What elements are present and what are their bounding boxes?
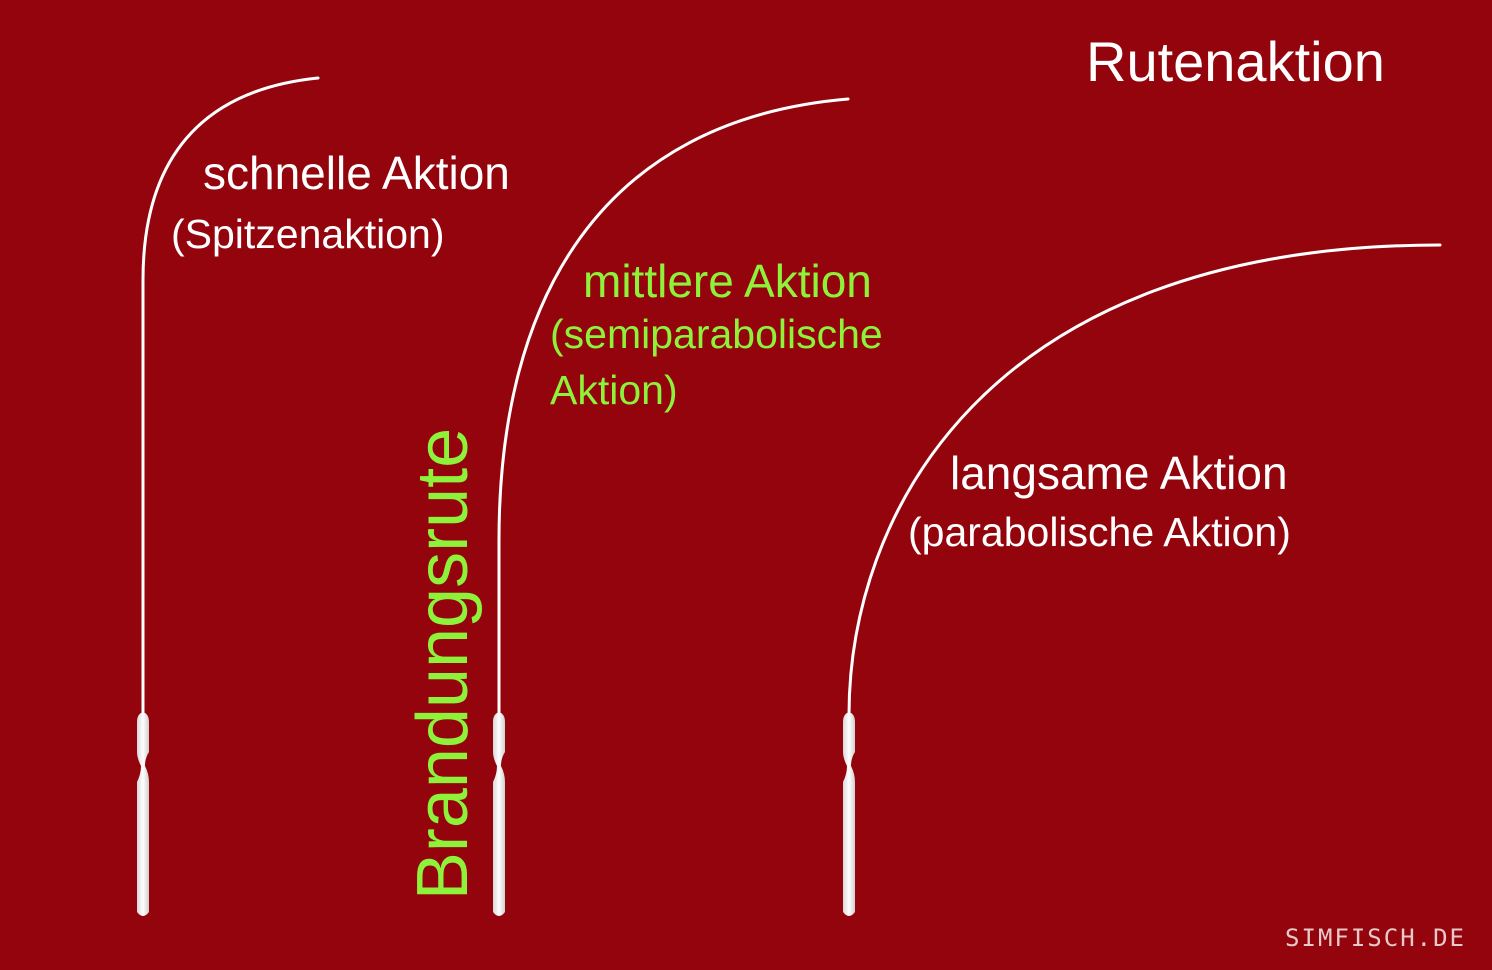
- slow-action-label: langsame Aktion: [950, 447, 1288, 499]
- rod-medium-handle: [493, 712, 505, 916]
- slow-action-sublabel: (parabolische Aktion): [908, 509, 1291, 555]
- fast-action-label: schnelle Aktion: [203, 147, 510, 199]
- rod-fast: [137, 76, 320, 916]
- rod-slow-blank: [847, 243, 1442, 717]
- diagram-title: Rutenaktion: [1086, 30, 1385, 93]
- rod-fast-handle: [137, 712, 149, 916]
- rod-slow: [843, 243, 1442, 916]
- medium-action-sublabel-line2: Aktion): [550, 367, 678, 413]
- rod-fast-blank: [141, 76, 320, 717]
- rod-medium-blank: [497, 97, 850, 717]
- rod-medium: [493, 97, 850, 916]
- surf-rod-vertical-label: Brandungsrute: [403, 427, 483, 901]
- rod-slow-handle: [843, 712, 855, 916]
- medium-action-label: mittlere Aktion: [583, 255, 872, 307]
- watermark: SIMFISCH.DE: [1285, 924, 1466, 952]
- medium-action-sublabel-line1: (semiparabolische: [550, 311, 883, 357]
- fast-action-sublabel: (Spitzenaktion): [171, 211, 445, 257]
